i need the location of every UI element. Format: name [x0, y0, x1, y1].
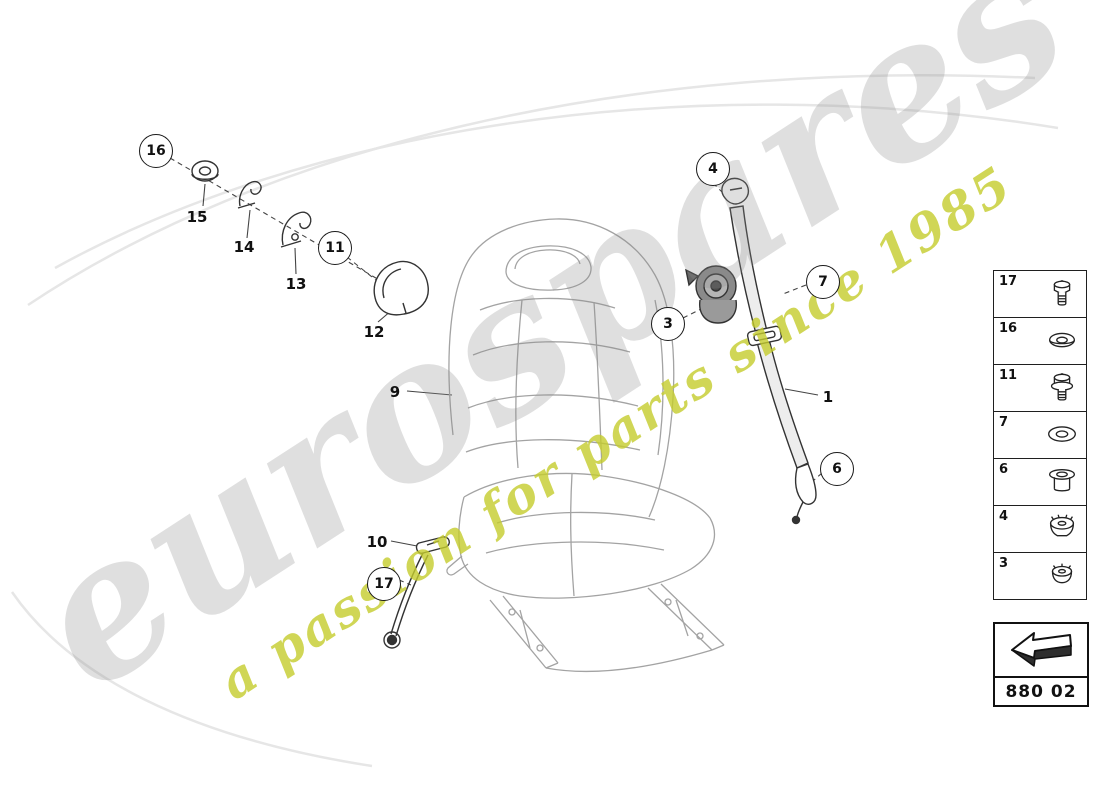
leader-lines [169, 157, 823, 586]
callout-7[interactable]: 7 [806, 265, 840, 299]
callout-1[interactable]: 1 [822, 388, 834, 406]
callout-9[interactable]: 9 [389, 383, 401, 401]
legend-item-11: 11 [994, 365, 1086, 412]
callout-4[interactable]: 4 [696, 152, 730, 186]
belt-upper-anchor [721, 177, 750, 205]
cover-cap-part-12 [373, 260, 429, 316]
legend-label: 11 [999, 368, 1018, 383]
latch-and-cable [383, 536, 450, 649]
cap-nut-icon [1049, 514, 1075, 537]
legend-item-6: 6 [994, 459, 1086, 506]
belt-end-buckle [791, 463, 817, 525]
callout-12[interactable]: 12 [363, 323, 385, 341]
sleeve-nut-icon [1048, 468, 1076, 492]
callout-15[interactable]: 15 [186, 208, 208, 226]
bolt-icon [1050, 373, 1074, 401]
direction-arrow-icon [1011, 632, 1072, 667]
swoosh-curves [10, 74, 1059, 768]
push-nut-icon [1051, 563, 1073, 584]
legend-item-3: 3 [994, 553, 1086, 599]
spring-clip-part-14 [237, 180, 262, 209]
legend-label: 7 [999, 415, 1009, 430]
small-fixing-parts [191, 160, 429, 316]
seat-drawing [446, 218, 725, 673]
washer-icon [1048, 332, 1076, 348]
part-group-code: 880 02 [1005, 681, 1077, 702]
legend-label: 6 [999, 462, 1009, 477]
legend-item-17: 17 [994, 271, 1086, 318]
bolt-icon [1053, 279, 1071, 306]
legend-item-7: 7 [994, 412, 1086, 459]
belt-retractor [685, 265, 737, 324]
diagram-group-box: 880 02 [993, 622, 1089, 707]
legend-label: 4 [999, 509, 1009, 524]
legend-label: 3 [999, 556, 1009, 571]
callout-13[interactable]: 13 [285, 275, 307, 293]
callout-10[interactable]: 10 [366, 533, 388, 551]
legend-item-4: 4 [994, 506, 1086, 553]
washer-icon [1048, 426, 1076, 442]
hardware-legend: 17 16 11 [993, 270, 1087, 600]
legend-label: 16 [999, 321, 1018, 336]
legend-item-16: 16 [994, 318, 1086, 365]
callout-14[interactable]: 14 [233, 238, 255, 256]
bracket-part-13 [280, 211, 312, 248]
callout-3[interactable]: 3 [651, 307, 685, 341]
grommet-part-15 [191, 160, 219, 182]
seat-belt-assembly [685, 177, 817, 525]
callout-16[interactable]: 16 [139, 134, 173, 168]
belt-adjuster-loop [746, 325, 783, 347]
callout-6[interactable]: 6 [820, 452, 854, 486]
callout-17[interactable]: 17 [367, 567, 401, 601]
legend-label: 17 [999, 274, 1018, 289]
callout-11[interactable]: 11 [318, 231, 352, 265]
belt-webbing [729, 205, 809, 469]
direction-arrow [995, 624, 1087, 678]
